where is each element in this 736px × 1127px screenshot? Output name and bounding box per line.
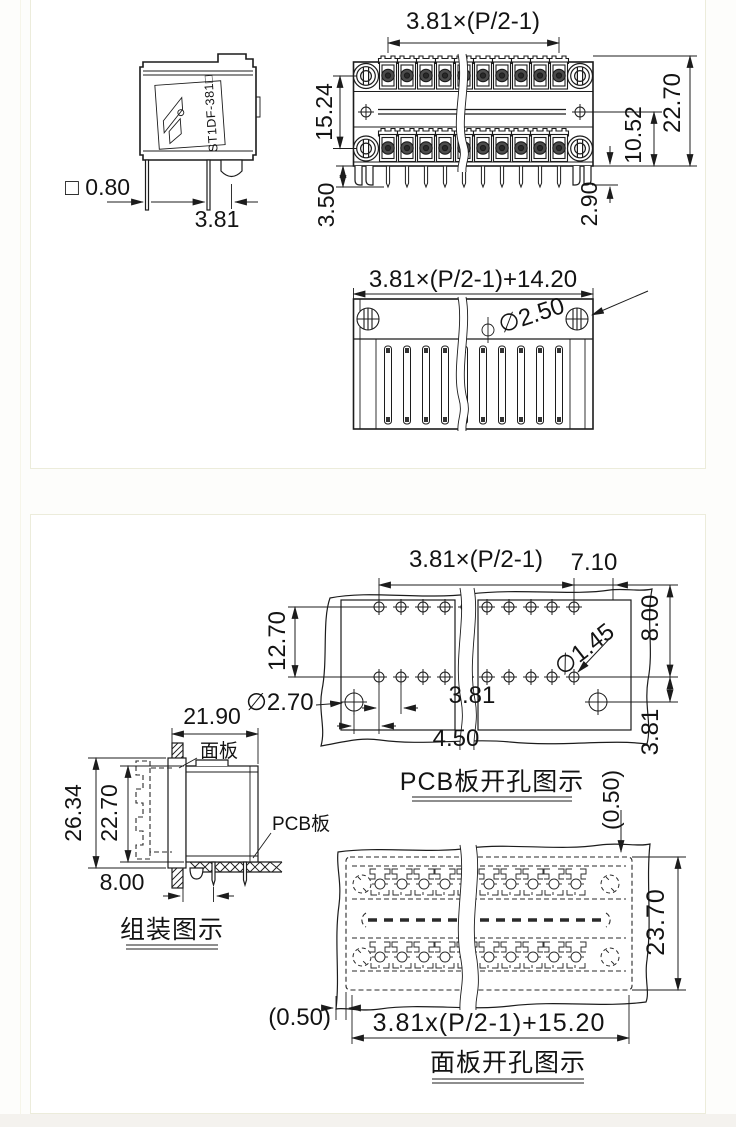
total-length-dim: 3.81×(P/2-1)+14.20: [369, 266, 577, 293]
cutout-caption: 面板开孔图示: [430, 1049, 586, 1077]
top-view-drawing: 3.81×(P/2-1)+14.20 ∅2.50: [352, 266, 649, 432]
pin-length-dim: 3.50: [313, 183, 339, 228]
mount-hole-dia-dim: ∅2.70: [246, 689, 314, 716]
left-clearance-dim: (0.50): [268, 1004, 331, 1031]
pin-hole-dia-dim: ∅1.45: [550, 618, 620, 681]
body-height-dim: 22.70: [96, 784, 122, 842]
cutout-height-dim: 23.70: [642, 888, 670, 956]
footprint-row-bottom: [369, 941, 587, 969]
assembly-caption: 组装图示: [120, 916, 224, 944]
top-clearance-dim: (0.50): [598, 770, 624, 830]
pin-size-dim: □ 0.80: [65, 174, 130, 200]
pcb-end-offset-dim: 7.10: [571, 549, 618, 576]
solder-pins: [385, 165, 562, 188]
pitch-span-dim: 3.81×(P/2-1): [406, 8, 540, 35]
pcb-mount-offset-y-dim: 3.81: [637, 709, 664, 756]
mount-hole-right: [584, 688, 612, 716]
cutout-length-dim: 3.81x(P/2-1)+15.20: [373, 1009, 606, 1037]
pin-holes-top-row: [370, 598, 583, 616]
dimension-drawing-panel: ST1DF-381□ □ 0.80 3.81 3.81×(P/2-1) 15.2…: [30, 0, 706, 469]
mid-height-dim: 10.52: [620, 106, 646, 164]
row-spacing-dim: 15.24: [311, 83, 337, 141]
product-label-plate: ST1DF-381□: [154, 75, 226, 153]
front-view-drawing: 3.81×(P/2-1) 15.24 3.50 22.70 10.52 2.90: [311, 8, 697, 227]
pcb-drill-view: 3.81×(P/2-1) 7.10 8.00 3.81 12.70 ∅2.70 …: [246, 546, 678, 802]
total-height-dim: 22.70: [659, 73, 686, 133]
outline-drawing-svg: ST1DF-381□ □ 0.80 3.81 3.81×(P/2-1) 15.2…: [65, 8, 697, 432]
hole-pitch-dim: 3.81: [449, 682, 496, 709]
pin-pitch-dim: 3.81: [195, 206, 240, 232]
tail-height-dim: 2.90: [576, 182, 602, 227]
product-model-label: ST1DF-381□: [201, 75, 220, 153]
pcb-board-label: PCB板: [272, 813, 330, 835]
pcb-view-caption: PCB板开孔图示: [400, 768, 584, 796]
mount-hole-left: [340, 688, 368, 716]
mounting-drawing-svg: 3.81×(P/2-1) 7.10 8.00 3.81 12.70 ∅2.70 …: [60, 546, 686, 1084]
page-edge-line: [20, 0, 21, 1127]
assembly-view: 21.90 面板 26.34 22.70 8.00 PCB板 组装图示: [60, 703, 330, 950]
panel-cutout-view: (0.50) 23.70 (0.50) 3.81x(P/2-1)+15.20 面…: [268, 770, 686, 1084]
pcb-edge-offset-dim: 8.00: [637, 595, 664, 642]
pcb-offset-dim: 8.00: [100, 869, 145, 895]
mounting-drawing-panel: 3.81×(P/2-1) 7.10 8.00 3.81 12.70 ∅2.70 …: [30, 514, 706, 1114]
pcb-pitch-span-dim: 3.81×(P/2-1): [409, 546, 543, 573]
page-footer-strip: [0, 1114, 736, 1127]
depth-dim: 21.90: [183, 703, 241, 729]
mount-offset-x-dim: 4.50: [433, 725, 480, 752]
flange-height-dim: 26.34: [60, 784, 86, 842]
panel-wall-label: 面板: [200, 740, 238, 762]
pcb-row-spacing-dim: 12.70: [264, 611, 291, 671]
side-view-drawing: ST1DF-381□ □ 0.80 3.81: [65, 53, 261, 232]
footprint-row-top: [369, 868, 587, 896]
